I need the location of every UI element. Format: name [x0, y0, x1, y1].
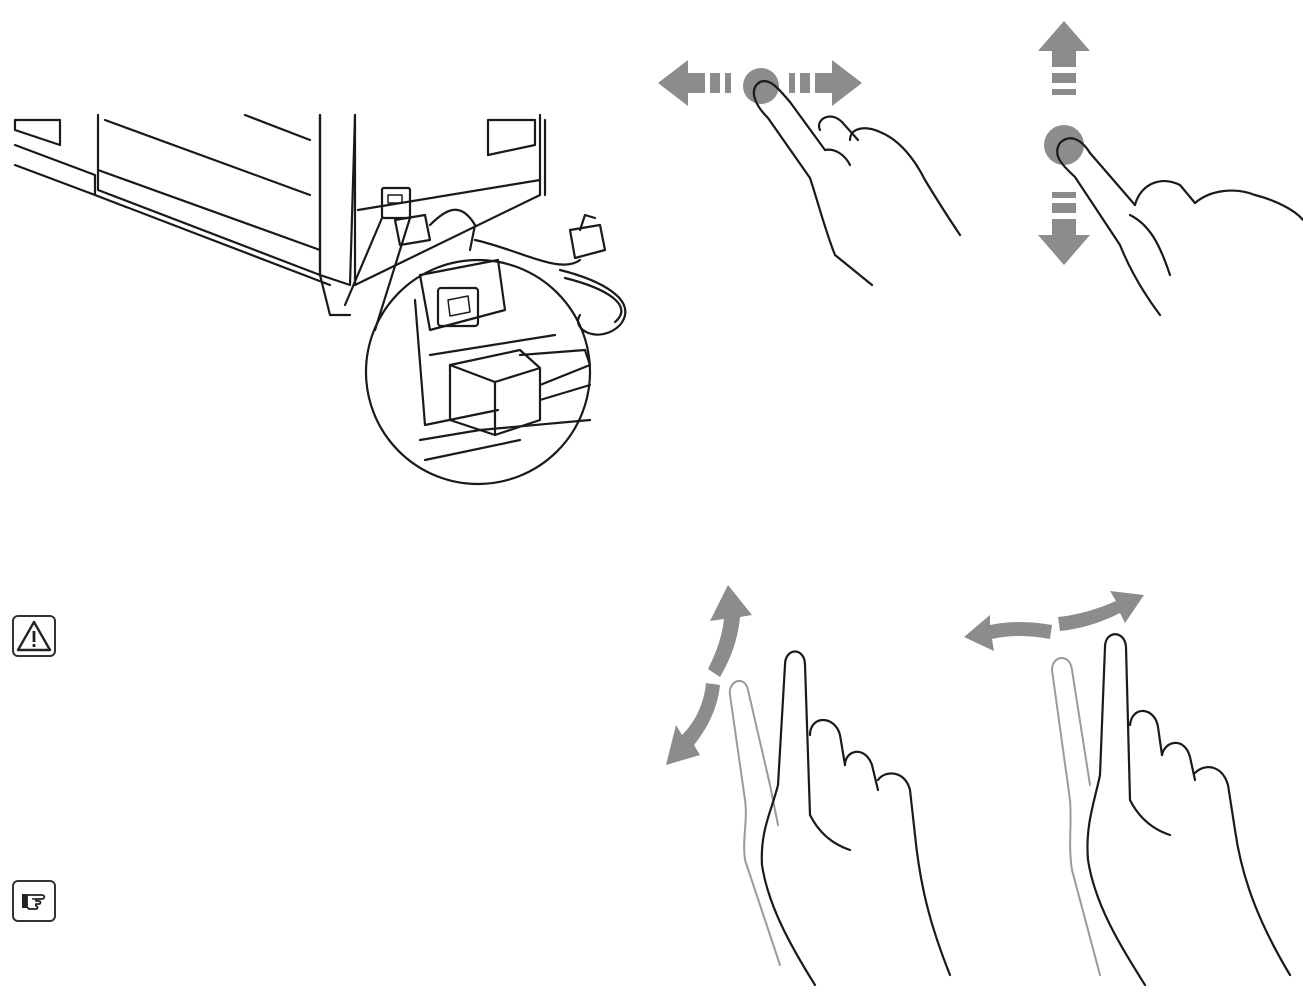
- pointing-hand-note-icon: [12, 880, 56, 922]
- warning-triangle-icon: [12, 615, 56, 657]
- flick-up-down-gesture: [660, 585, 970, 987]
- flick-left-right-gesture: [960, 585, 1303, 987]
- swipe-vertical-gesture: [1010, 15, 1303, 325]
- printer-power-switch-illustration: [0, 100, 640, 486]
- swipe-horizontal-gesture: [650, 40, 990, 300]
